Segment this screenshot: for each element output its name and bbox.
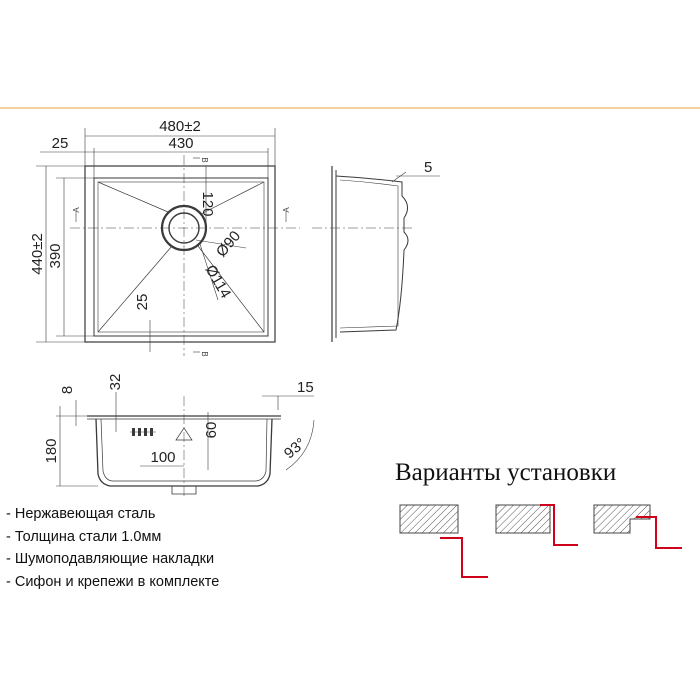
overflow-holes xyxy=(132,428,153,436)
dim-inner-width: 430 xyxy=(168,135,193,152)
dim-angle: 93° xyxy=(281,435,309,463)
install-title: Варианты установки xyxy=(395,459,616,486)
feature-item: - Сифон и крепежи в комплекте xyxy=(6,573,220,590)
dim-drain-outer: Ø114 xyxy=(202,262,235,301)
dim-flange: 8 xyxy=(59,386,76,394)
dim-drain-inner: Ø90 xyxy=(213,228,244,261)
dim-side-top: 5 xyxy=(424,159,432,176)
section-mark-top: B xyxy=(200,157,209,162)
install-variant-overmount xyxy=(399,504,488,578)
feature-item: - Толщина стали 1.0мм xyxy=(6,528,162,545)
side-view xyxy=(312,166,440,342)
dim-overflow: 32 xyxy=(107,374,124,391)
dim-edge: 15 xyxy=(297,379,314,396)
dim-rim: 25 xyxy=(52,135,69,152)
dim-outer-width: 480±2 xyxy=(159,118,201,135)
dim-corner: 25 xyxy=(134,294,151,311)
dim-drain-offset: 120 xyxy=(199,191,216,216)
dim-overflow-width: 100 xyxy=(150,449,175,466)
dim-depth: 180 xyxy=(43,438,60,463)
section-view xyxy=(56,392,315,496)
section-mark-right: A xyxy=(282,207,291,213)
feature-item: - Шумоподавляющие накладки xyxy=(6,551,215,567)
top-view xyxy=(36,128,300,356)
install-variant-undermount xyxy=(593,504,682,549)
install-variant-flush xyxy=(495,504,578,546)
dim-outer-height: 440±2 xyxy=(29,233,46,275)
section-mark-bottom: B xyxy=(200,351,209,356)
section-mark-left: A xyxy=(72,207,81,213)
dim-inner-height: 390 xyxy=(47,243,64,268)
feature-item: - Нержавеющая сталь xyxy=(6,506,156,522)
dim-overflow-height: 60 xyxy=(203,422,220,439)
features-list: - Нержавеющая сталь - Толщина стали 1.0м… xyxy=(6,503,219,593)
